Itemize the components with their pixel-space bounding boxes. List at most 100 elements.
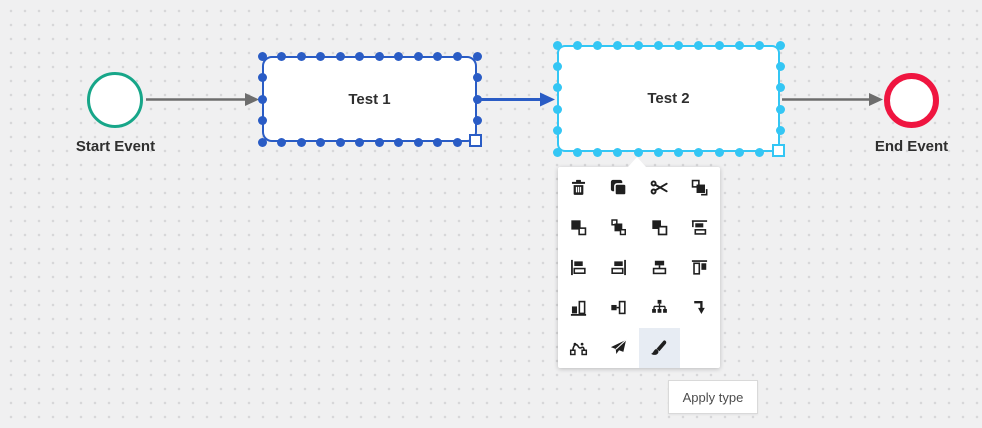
copy-button[interactable] <box>599 167 640 207</box>
selection-handle[interactable] <box>775 83 785 93</box>
selection-handle[interactable] <box>775 40 785 50</box>
align-center-button[interactable] <box>639 247 680 287</box>
selection-handle[interactable] <box>775 126 785 136</box>
align-right-button[interactable] <box>599 247 640 287</box>
scissors-icon <box>650 178 669 197</box>
selection-handle[interactable] <box>394 137 404 147</box>
selection-handle[interactable] <box>257 137 267 147</box>
selection-handle[interactable] <box>277 51 287 61</box>
selection-handle[interactable] <box>472 116 482 125</box>
selection-handle[interactable] <box>452 137 462 147</box>
auto-layout-button[interactable] <box>639 288 680 328</box>
connector-task1-to-task2[interactable] <box>479 92 555 107</box>
cut-button[interactable] <box>639 167 680 207</box>
selection-handle[interactable] <box>613 147 623 157</box>
selection-handle[interactable] <box>694 147 704 157</box>
align-bottom-icon <box>569 298 588 317</box>
selection-handle[interactable] <box>374 51 384 61</box>
align-top-button[interactable] <box>680 207 721 247</box>
selection-handle[interactable] <box>433 51 443 61</box>
selection-handle[interactable] <box>374 137 384 147</box>
selection-handle[interactable] <box>394 51 404 61</box>
selection-handle[interactable] <box>572 40 582 50</box>
bring-to-front-button[interactable] <box>680 167 721 207</box>
selection-handle[interactable] <box>296 137 306 147</box>
start-event-label: Start Event <box>75 138 156 155</box>
selection-handle[interactable] <box>653 40 663 50</box>
node-end-event[interactable] <box>884 73 939 128</box>
selection-handle[interactable] <box>593 147 603 157</box>
bring-forward-button[interactable] <box>599 207 640 247</box>
selection-handle[interactable] <box>277 137 287 147</box>
paper-plane-icon <box>609 338 628 357</box>
selection-handle[interactable] <box>257 51 267 61</box>
selection-handle[interactable] <box>433 137 443 147</box>
selection-handle[interactable] <box>316 137 326 147</box>
send-to-back-icon <box>569 218 588 237</box>
selection-handle[interactable] <box>734 147 744 157</box>
apply-type-button[interactable] <box>639 327 680 368</box>
selection-handle[interactable] <box>296 51 306 61</box>
selection-handle[interactable] <box>633 40 643 50</box>
step-down-button[interactable] <box>680 288 721 328</box>
selection-handle[interactable] <box>335 51 345 61</box>
node-task-test1[interactable]: Test 1 <box>257 51 482 147</box>
end-event-circle <box>884 73 939 128</box>
selection-handle[interactable] <box>572 147 582 157</box>
node-start-event[interactable] <box>87 72 143 128</box>
trash-icon <box>569 178 588 197</box>
selection-handle[interactable] <box>257 116 267 125</box>
selection-handle[interactable] <box>674 147 684 157</box>
align-left-icon <box>569 258 588 277</box>
send-button[interactable] <box>599 328 640 368</box>
selection-handle[interactable] <box>552 83 562 93</box>
send-backward-button[interactable] <box>639 207 680 247</box>
selection-handle[interactable] <box>755 147 765 157</box>
selection-handle[interactable] <box>335 137 345 147</box>
selection-handle[interactable] <box>552 61 562 71</box>
selection-handle[interactable] <box>413 51 423 61</box>
selection-handle[interactable] <box>413 137 423 147</box>
connector-task2-to-end[interactable] <box>782 93 883 106</box>
selection-handle[interactable] <box>452 51 462 61</box>
match-top-button[interactable] <box>680 247 721 287</box>
selection-handle[interactable] <box>552 126 562 136</box>
connector-start-to-task1[interactable] <box>146 93 259 106</box>
edit-waypoints-button[interactable] <box>558 328 599 368</box>
align-left-button[interactable] <box>558 247 599 287</box>
selection-handle[interactable] <box>472 73 482 82</box>
selection-handle[interactable] <box>674 40 684 50</box>
align-middle-button[interactable] <box>599 288 640 328</box>
resize-handle[interactable] <box>772 144 785 157</box>
selection-handle[interactable] <box>472 51 482 61</box>
resize-handle[interactable] <box>469 134 482 147</box>
selection-handle[interactable] <box>552 147 562 157</box>
selection-handle[interactable] <box>613 40 623 50</box>
selection-handle[interactable] <box>355 137 365 147</box>
selection-handle[interactable] <box>775 61 785 71</box>
selection-handle[interactable] <box>775 104 785 114</box>
selection-handle[interactable] <box>734 40 744 50</box>
node-task-test2[interactable]: Test 2 <box>552 40 785 157</box>
selection-handle[interactable] <box>355 51 365 61</box>
selection-handle[interactable] <box>316 51 326 61</box>
send-backward-icon <box>650 218 669 237</box>
selection-handle[interactable] <box>472 94 482 104</box>
paintbrush-icon <box>650 338 669 357</box>
bring-forward-icon <box>609 218 628 237</box>
send-to-back-button[interactable] <box>558 207 599 247</box>
delete-button[interactable] <box>558 167 599 207</box>
selection-handle[interactable] <box>633 147 643 157</box>
selection-handle[interactable] <box>593 40 603 50</box>
selection-handle[interactable] <box>694 40 704 50</box>
selection-handle[interactable] <box>257 73 267 82</box>
selection-handle[interactable] <box>653 147 663 157</box>
selection-handle[interactable] <box>257 94 267 104</box>
selection-handle[interactable] <box>552 104 562 114</box>
selection-handle[interactable] <box>714 147 724 157</box>
selection-handle[interactable] <box>755 40 765 50</box>
selection-handle[interactable] <box>552 40 562 50</box>
selection-handle[interactable] <box>714 40 724 50</box>
align-bottom-button[interactable] <box>558 288 599 328</box>
